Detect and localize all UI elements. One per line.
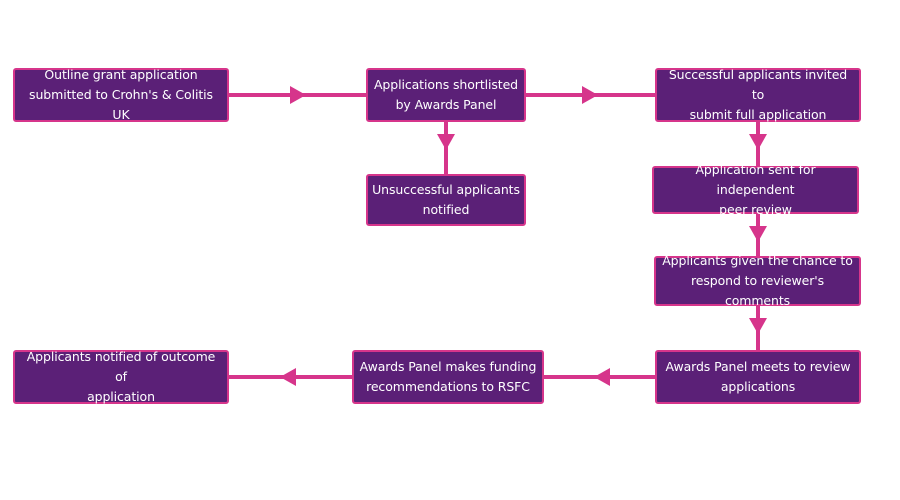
edge-peer-review-to-respond [749, 214, 767, 256]
node-label: Awards Panel meets to review application… [665, 359, 851, 394]
node-funding-recommendations: Awards Panel makes funding recommendatio… [352, 350, 544, 404]
edge-respond-to-panel-review [749, 306, 767, 350]
node-label: Unsuccessful applicants notified [372, 182, 520, 217]
node-panel-review: Awards Panel meets to review application… [655, 350, 861, 404]
node-label: Application sent for independent peer re… [695, 162, 816, 217]
node-successful-invited: Successful applicants invited to submit … [655, 67, 861, 122]
edge-shortlisted-to-invited [526, 86, 655, 104]
node-label: Outline grant application submitted to C… [29, 67, 213, 122]
node-label: Applicants notified of outcome of applic… [26, 349, 216, 404]
node-label: Applicants given the chance to respond t… [662, 253, 853, 308]
node-peer-review: Application sent for independent peer re… [652, 162, 859, 217]
node-label: Applications shortlisted by Awards Panel [373, 77, 519, 112]
edge-outline-to-shortlisted [229, 86, 366, 104]
node-respond-comments: Applicants given the chance to respond t… [654, 253, 861, 308]
edge-funding-to-notified [229, 368, 352, 386]
node-notified-outcome: Applicants notified of outcome of applic… [13, 349, 229, 404]
node-label: Awards Panel makes funding recommendatio… [359, 359, 537, 394]
node-label: Successful applicants invited to submit … [668, 67, 848, 122]
node-unsuccessful-notified: Unsuccessful applicants notified [366, 174, 526, 226]
edge-invited-to-peer-review [749, 122, 767, 166]
edge-shortlisted-to-unsuccessful [437, 122, 455, 174]
edge-panel-review-to-funding [544, 368, 655, 386]
node-applications-shortlisted: Applications shortlisted by Awards Panel [366, 68, 526, 122]
node-outline-grant-application: Outline grant application submitted to C… [13, 67, 229, 122]
